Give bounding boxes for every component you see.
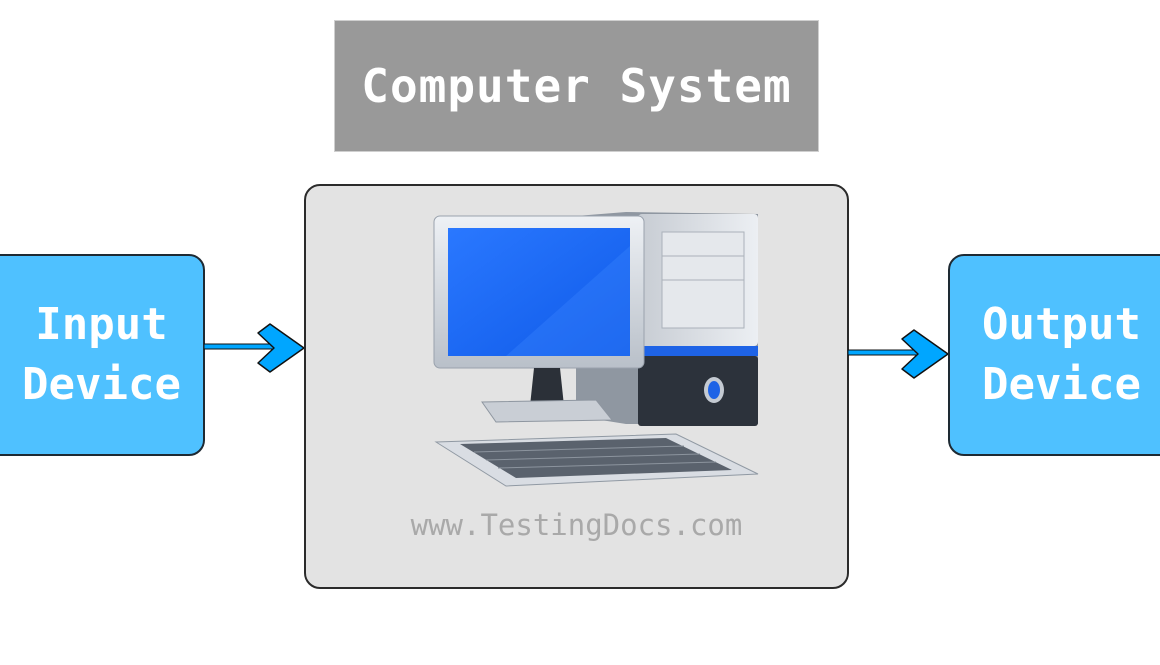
output-device-label: Output Device	[982, 295, 1141, 415]
input-arrow-icon	[204, 323, 305, 373]
input-device-label-line2: Device	[22, 359, 181, 410]
diagram-title: Computer System	[361, 59, 792, 113]
computer-system-box: www.TestingDocs.com	[304, 184, 849, 589]
output-arrow-icon	[848, 329, 949, 379]
output-device-label-line1: Output	[982, 299, 1141, 350]
input-device-label: Input Device	[0, 295, 181, 415]
watermark-text: www.TestingDocs.com	[410, 508, 743, 542]
output-device-box: Output Device	[948, 254, 1160, 456]
desktop-computer-icon	[433, 212, 759, 487]
output-device-label-line2: Device	[982, 359, 1141, 410]
input-device-label-line1: Input	[35, 299, 168, 350]
diagram-title-box: Computer System	[334, 20, 819, 152]
input-device-box: Input Device	[0, 254, 205, 456]
